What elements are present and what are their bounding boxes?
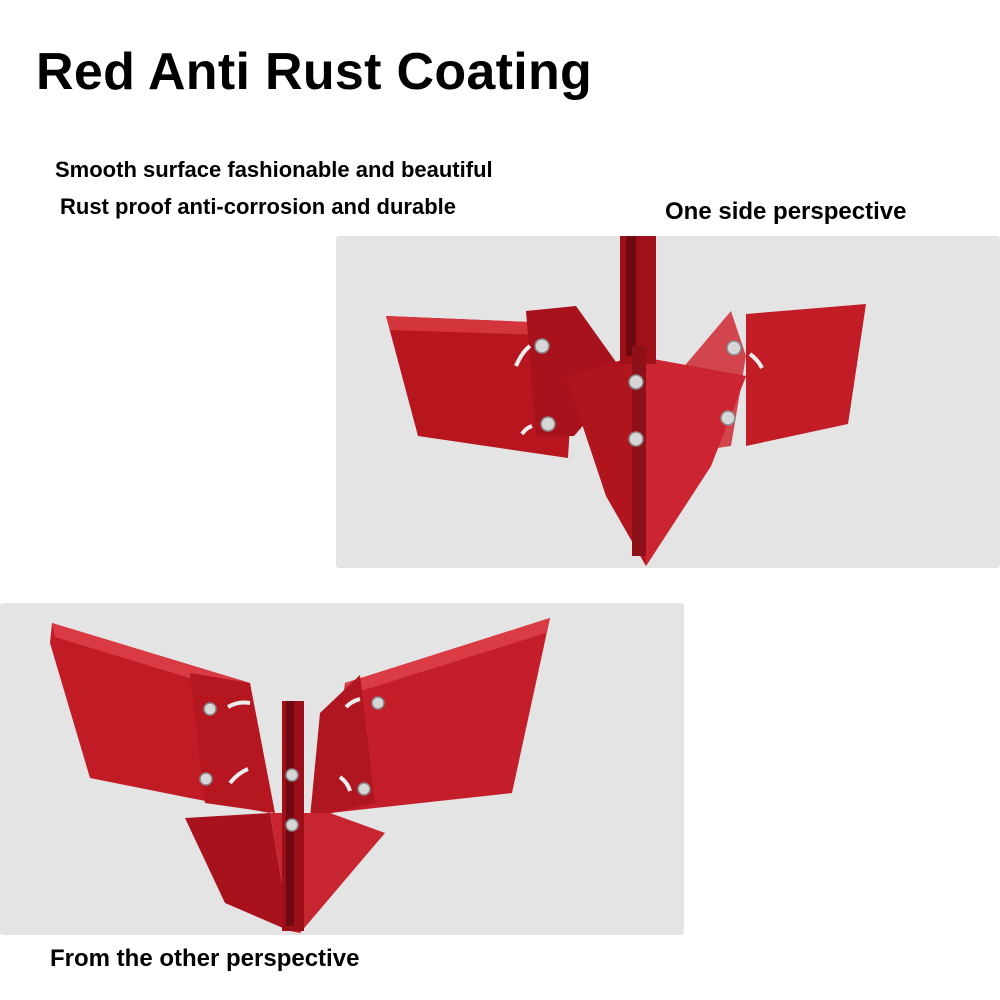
left-wing-plate (386, 316, 576, 458)
bolt-icon (720, 410, 736, 426)
shank (620, 236, 656, 364)
bolt-icon (628, 374, 644, 390)
center-body (185, 813, 290, 931)
bolt-icon (534, 338, 550, 354)
side-perspective-caption: One side perspective (665, 198, 907, 225)
bolt-icon (285, 768, 299, 782)
feature-rust-proof: Rust proof anti-corrosion and durable (60, 194, 457, 219)
wing-nut-icon (357, 782, 371, 796)
side-perspective-photo (336, 236, 1000, 568)
right-wing-plate (746, 304, 866, 446)
wing-nut-icon (203, 702, 217, 716)
other-perspective-caption: From the other perspective (50, 945, 360, 972)
wing-nut-icon (199, 772, 213, 786)
plow-other-view-image (50, 618, 550, 933)
bolt-icon (540, 416, 556, 432)
bolt-icon (628, 431, 644, 447)
feature-smooth-surface: Smooth surface fashionable and beautiful (55, 157, 493, 182)
other-perspective-photo (0, 603, 684, 935)
bolt-icon (285, 818, 299, 832)
bolt-icon (726, 340, 742, 356)
page-title: Red Anti Rust Coating (36, 43, 593, 101)
right-wing-plate (330, 618, 550, 813)
plow-side-view-image (386, 236, 866, 566)
wing-nut-icon (371, 696, 385, 710)
